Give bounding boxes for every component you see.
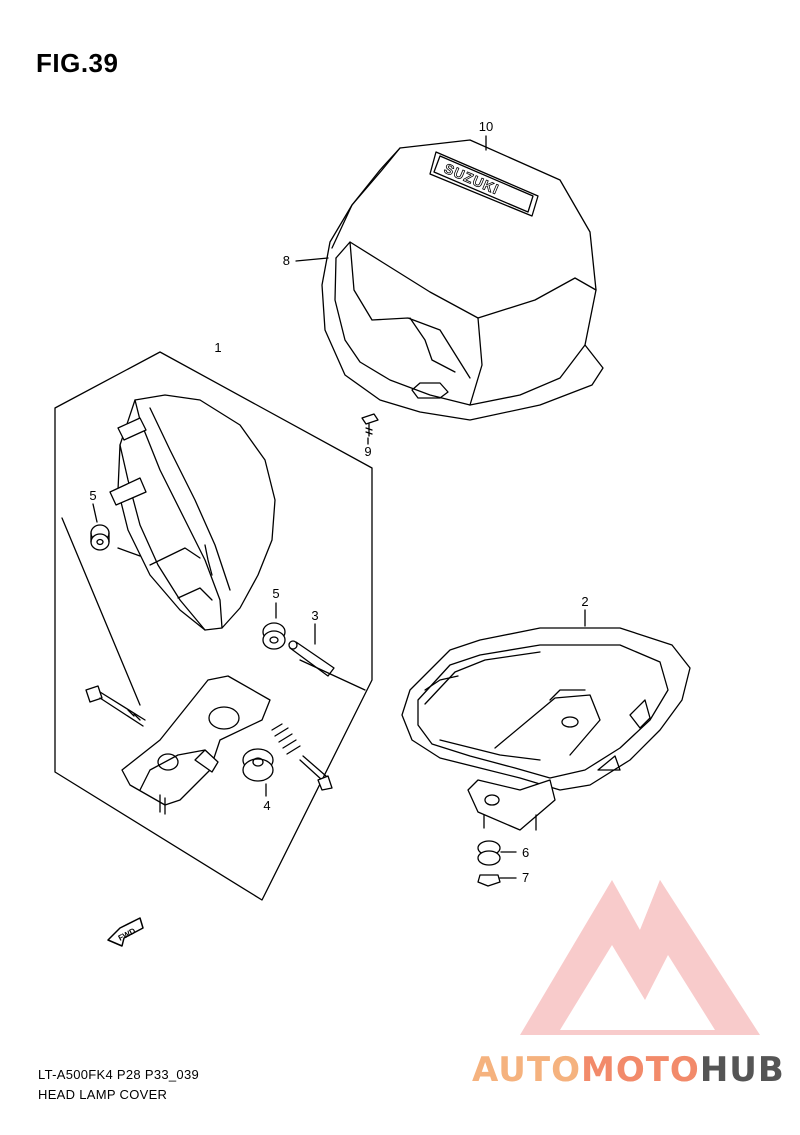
nut-part-7 [477,874,501,887]
watermark-logo-icon [520,880,760,1035]
fwd-arrow-icon: FWD [107,917,144,947]
grommet-part-5-right [262,622,286,650]
callout-8: 8 [283,253,290,268]
callout-2: 2 [581,594,588,609]
headlamp-cover-part-8: SUZUKI [321,139,604,421]
callout-5-right: 5 [272,586,279,601]
grommet-part-5-left [90,524,110,551]
figure-code: LT-A500FK4 P28 P33_039 [38,1067,200,1082]
callout-9: 9 [364,444,371,459]
headlamp-shell-part-1 [109,394,276,631]
nut-part-4 [242,748,274,782]
headlamp-housing-part-2 [401,627,691,831]
watermark-part-auto: AUTO [472,1050,581,1090]
long-bolt [85,685,146,727]
collar-part-3 [288,640,335,677]
headlamp-bracket [121,675,271,815]
watermark-part-hub: HUB [699,1050,785,1090]
callout-5-left: 5 [89,488,96,503]
callout-7: 7 [522,870,529,885]
watermark-part-moto: MOTO [580,1050,700,1090]
callout-3: 3 [311,608,318,623]
screw-part-9 [361,413,379,437]
figure-name: HEAD LAMP COVER [38,1087,168,1102]
callout-10: 10 [479,119,493,134]
spring-and-bolt [271,723,333,791]
emblem-plate [429,151,539,217]
grommet-part-6 [477,840,501,866]
assembly-frame [54,351,373,901]
callout-4: 4 [263,798,270,813]
watermark-wordmark: AUTOMOTOHUB [472,1050,785,1090]
callout-6: 6 [522,845,529,860]
figure-title: FIG.39 [36,48,119,78]
callout-1: 1 [214,340,221,355]
